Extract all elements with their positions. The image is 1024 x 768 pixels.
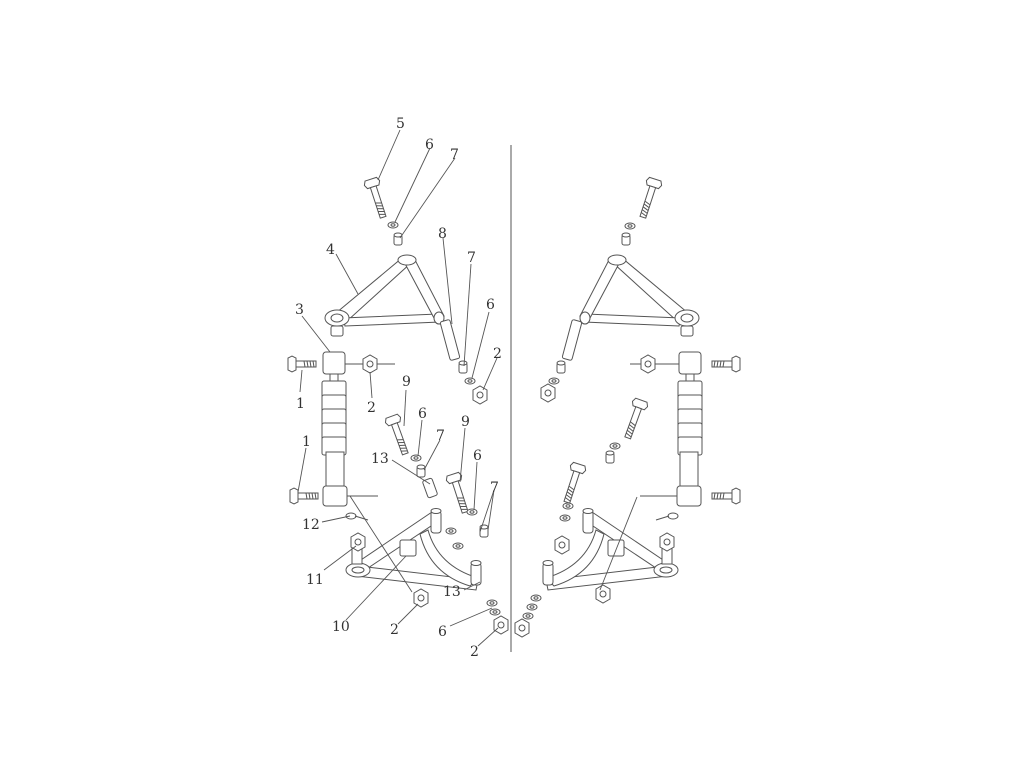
- label-6: 6: [425, 137, 434, 153]
- washer-6-front: [410, 454, 422, 462]
- label-12: 12: [302, 517, 320, 533]
- right-lower-control-arm: [542, 508, 679, 591]
- label-7-arm: 7: [467, 250, 476, 266]
- washer-6-lower: [486, 599, 498, 607]
- right-shock-absorber: [676, 351, 703, 507]
- washer-6-upper: [387, 221, 399, 229]
- label-13-upper: 13: [371, 451, 389, 467]
- ball-joint-stud: [350, 532, 366, 565]
- sleeve-13-upper: [422, 477, 438, 499]
- washer-6-rear: [466, 508, 478, 516]
- cotter-pin: [345, 512, 369, 521]
- label-6-front: 6: [418, 406, 427, 422]
- label-6-lower: 6: [438, 624, 447, 640]
- leader-lines: [297, 129, 638, 647]
- nut-2-shock: [362, 354, 378, 374]
- label-1-upper: 1: [296, 396, 305, 412]
- label-1-lower: 1: [302, 434, 311, 450]
- label-6-arm: 6: [486, 297, 495, 313]
- left-assembly: [287, 176, 509, 635]
- shock-lower-bolt: [289, 487, 319, 505]
- label-7-rear: 7: [490, 480, 499, 496]
- lower-control-arm: [345, 508, 482, 591]
- label-8: 8: [438, 226, 447, 242]
- right-upper-control-arm: [579, 254, 700, 337]
- shock-upper-bolt: [287, 355, 317, 373]
- pivot-sleeve: [439, 319, 461, 361]
- nut-2-arm-lower: [413, 588, 429, 608]
- bushing-7-upper: [393, 232, 403, 246]
- bushing-7-arm: [458, 360, 468, 374]
- label-7-front: 7: [436, 428, 445, 444]
- nut-2-lower: [493, 615, 509, 635]
- shock-absorber: [321, 351, 348, 507]
- label-9-front: 9: [402, 374, 411, 390]
- bushing-7-rear: [479, 524, 489, 538]
- label-9-rear: 9: [461, 414, 470, 430]
- label-5: 5: [396, 116, 405, 132]
- label-6-rear: 6: [473, 448, 482, 464]
- label-10: 10: [332, 619, 350, 635]
- bushing-7-front: [416, 464, 426, 478]
- label-2-lower-arm: 2: [390, 622, 399, 638]
- upper-control-arm: [324, 254, 445, 337]
- lower-arm-bolt-rear: [444, 471, 474, 516]
- label-3: 3: [295, 302, 304, 318]
- washer-6-lower-b: [489, 608, 501, 616]
- label-2-arm: 2: [493, 346, 502, 362]
- washer-lower-2: [452, 542, 464, 550]
- label-11: 11: [306, 572, 324, 588]
- label-4: 4: [326, 242, 335, 258]
- label-2-shock: 2: [367, 400, 376, 416]
- washer-6-arm: [464, 377, 476, 385]
- washer-lower-1: [445, 527, 457, 535]
- label-7: 7: [450, 147, 459, 163]
- right-assembly: [514, 176, 741, 638]
- label-2-lower: 2: [470, 644, 479, 660]
- label-13-lower: 13: [443, 584, 461, 600]
- nut-2-arm: [472, 385, 488, 405]
- upper-arm-bolt: [362, 176, 392, 221]
- part-number-labels: 5 6 7 4 8 7 3 6 2 1 2 9 6 7 1 13 9 6 7 1…: [295, 116, 502, 660]
